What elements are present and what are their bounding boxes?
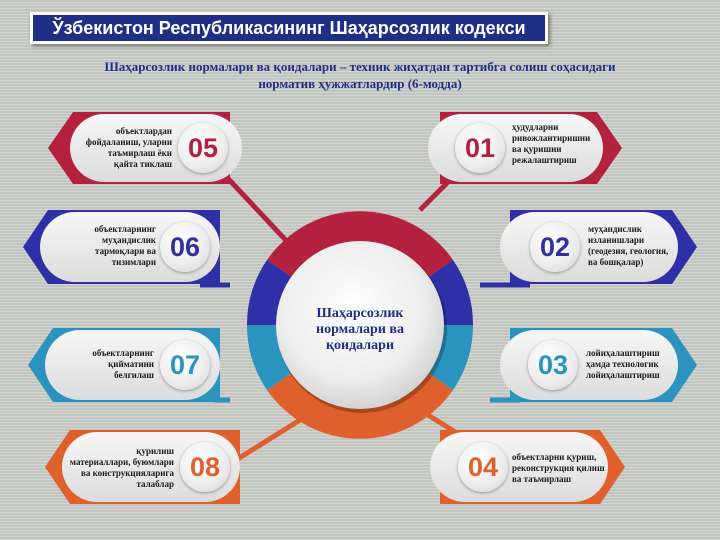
item-06-line-1: объектларнинг — [94, 224, 156, 234]
item-02-line-1: муҳандислик — [588, 224, 642, 234]
number-badge-07: 07 — [160, 340, 210, 390]
item-06-line-2: муҳандислик — [102, 235, 156, 245]
subtitle-line-2: норматив ҳужжатлардир (6-модда) — [258, 76, 462, 91]
item-05-line-4: қайта тиклаш — [113, 159, 172, 169]
item-05-text: объектлардан фойдаланиш, уларни таъмирла… — [76, 126, 172, 170]
item-03-line-3: лойиҳалаштириш — [586, 370, 660, 380]
item-02-line-2: изланишлари — [588, 235, 645, 245]
item-01-line-2: ривожлантиришни — [512, 133, 591, 143]
item-08-line-2: материаллари, буюмлари — [69, 457, 174, 467]
number-badge-05: 05 — [178, 123, 228, 173]
item-05-line-3: таъмирлаш ёки — [107, 148, 172, 158]
subtitle-line-1: Шаҳарсозлик нормалари ва қоидалари – тех… — [104, 59, 616, 74]
number-badge-04: 04 — [458, 442, 508, 492]
number-badge-02: 02 — [530, 222, 580, 272]
number-badge-03: 03 — [528, 340, 578, 390]
item-06-line-4: тизимлари — [111, 257, 156, 267]
number-badge-08: 08 — [180, 442, 230, 492]
item-08-line-3: ва конструкцияларига — [80, 468, 174, 478]
item-06-text: объектларнинг муҳандислик тармоқлари ва … — [62, 224, 156, 268]
subtitle: Шаҳарсозлик нормалари ва қоидалари – тех… — [60, 58, 660, 92]
title-bar: Ўзбекистон Республикасининг Шаҳарсозлик … — [30, 12, 548, 44]
connector-05 — [218, 168, 297, 252]
item-01-line-4: режалаштириш — [512, 155, 577, 165]
item-01-line-3: ва қуришни — [512, 144, 562, 154]
item-07-line-2: қийматини — [108, 359, 154, 369]
central-ring — [246, 211, 474, 439]
item-03-line-2: ҳамда технологик — [586, 359, 659, 369]
item-04-line-1: объектларни қуриш, — [512, 452, 597, 462]
item-02-line-4: ва бошқалар) — [588, 257, 644, 267]
item-03-line-1: лойиҳалаштириш — [586, 348, 660, 358]
item-08-line-4: талаблар — [136, 479, 175, 489]
item-07-text: объектларнинг қийматини белгилаш — [66, 348, 154, 381]
center-label-line-1: Шаҳарсозлик — [316, 306, 404, 321]
item-04-line-3: ва таъмирлаш — [512, 474, 572, 484]
item-01-line-1: ҳудудларни — [512, 122, 559, 132]
item-04-line-2: реконструкция қилиш — [512, 463, 605, 473]
item-02-text: муҳандислик изланишлари (геодезия, геоло… — [588, 224, 678, 268]
page-title: Ўзбекистон Республикасининг Шаҳарсозлик … — [52, 17, 526, 38]
item-08-text: қурилиш материаллари, буюмлари ва констр… — [66, 446, 174, 490]
item-07-line-1: объектларнинг — [92, 348, 154, 358]
item-08-line-1: қурилиш — [136, 446, 174, 456]
item-07-line-3: белгилаш — [114, 370, 154, 380]
center-label-line-3: қоидалари — [325, 338, 395, 353]
item-04-text: объектларни қуриш, реконструкция қилиш в… — [512, 452, 608, 485]
number-badge-06: 06 — [160, 222, 210, 272]
center-label-line-2: нормалари ва — [316, 322, 404, 337]
item-06-line-3: тармоқлари ва — [95, 246, 156, 256]
item-05-line-1: объектлардан — [115, 126, 172, 136]
item-01-text: ҳудудларни ривожлантиришни ва қуришни ре… — [512, 122, 602, 166]
center-disc — [276, 241, 444, 409]
item-05-line-2: фойдаланиш, уларни — [85, 137, 172, 147]
number-badge-01: 01 — [455, 123, 505, 173]
center-label: Шаҳарсозлик нормалари ва қоидалари — [300, 306, 420, 354]
item-02-line-3: (геодезия, геология, — [588, 246, 669, 256]
item-03-text: лойиҳалаштириш ҳамда технологик лойиҳала… — [586, 348, 678, 381]
